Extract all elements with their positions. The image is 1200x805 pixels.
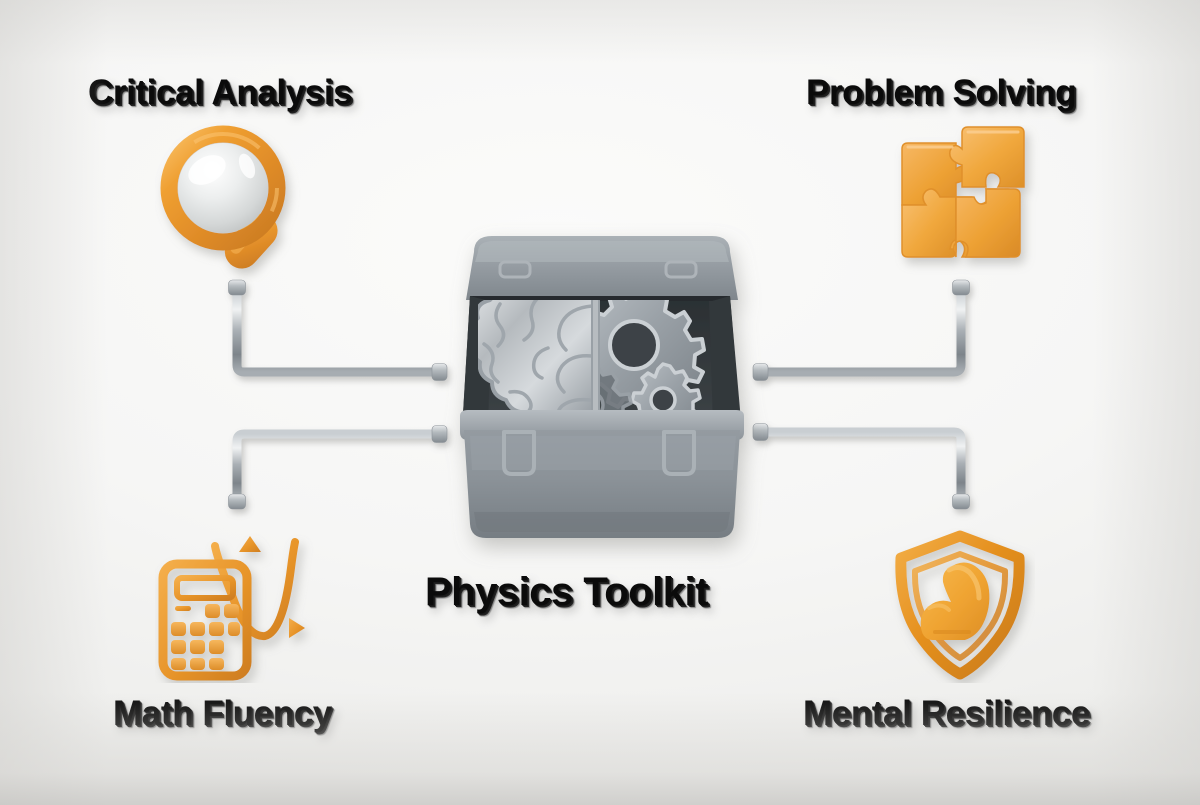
magnifying-glass-icon: [160, 125, 286, 269]
toolbox-body: [460, 410, 744, 538]
shield-bicep-icon: [895, 530, 1025, 680]
puzzle-pieces-icon: [901, 126, 1025, 258]
calculator-graph-icon: [158, 536, 305, 681]
